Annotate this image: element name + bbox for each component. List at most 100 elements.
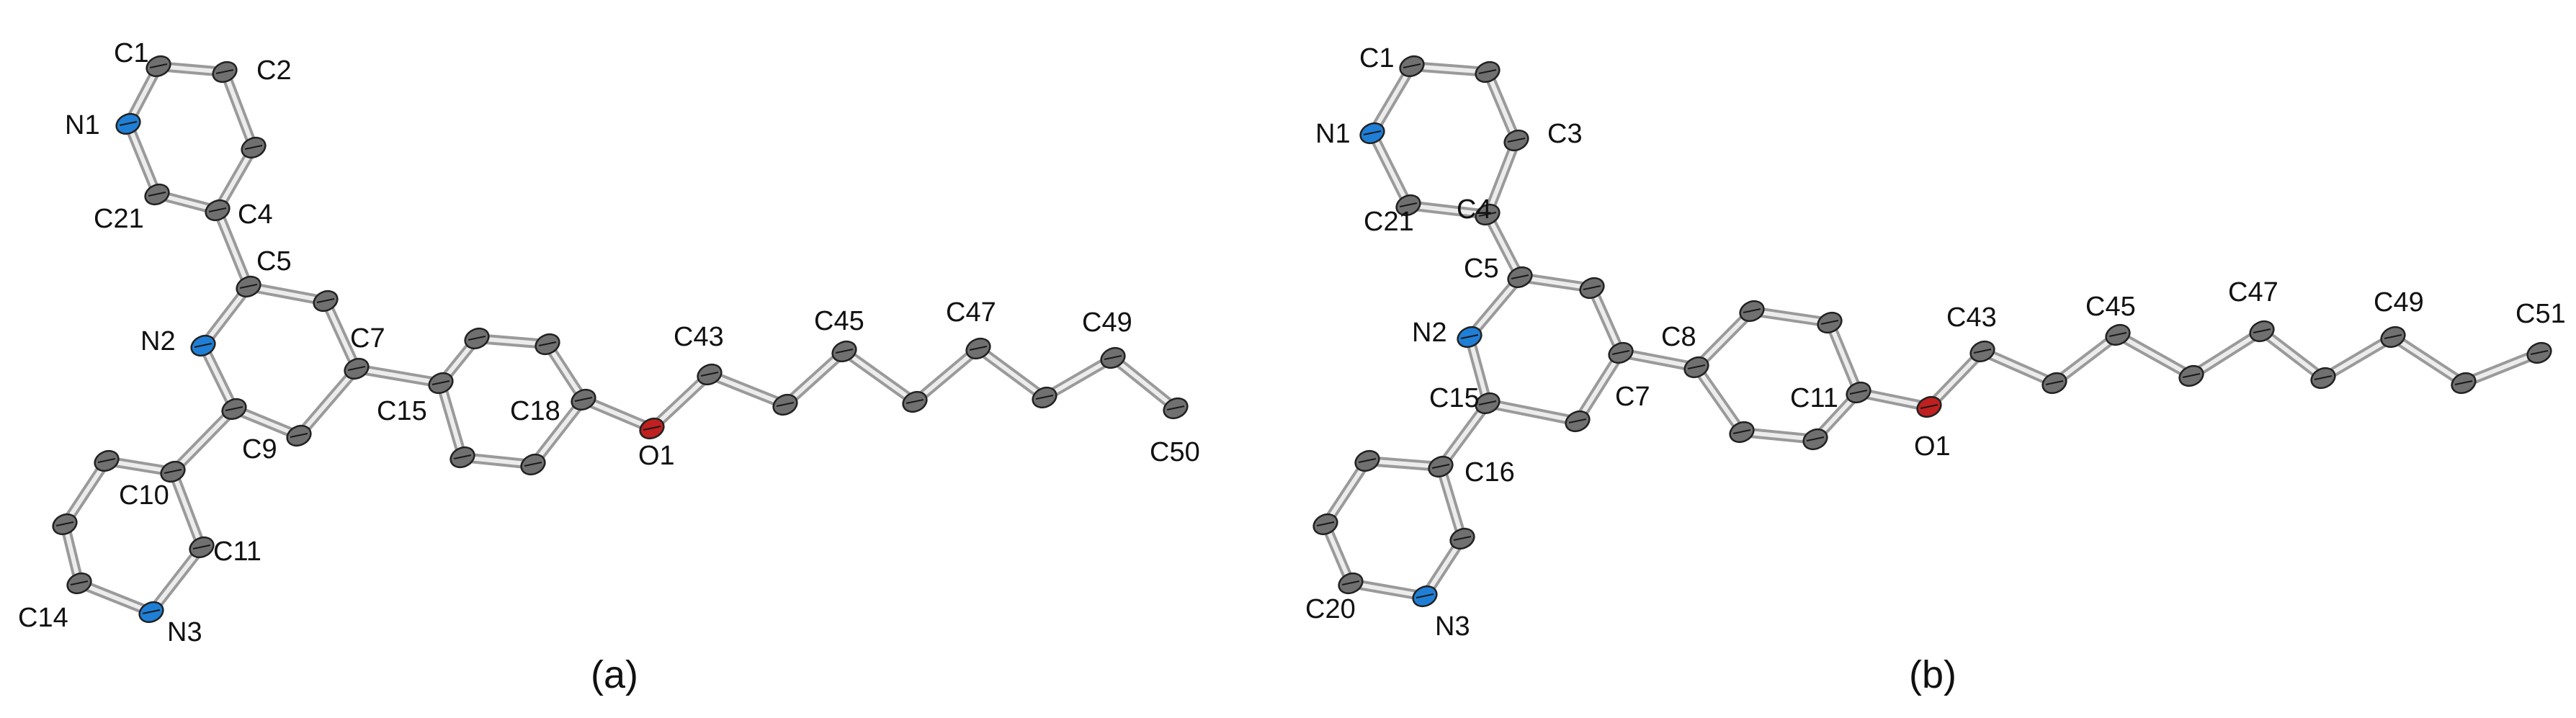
atom-label: C14 [18, 603, 68, 633]
atom-octant-line [149, 63, 168, 68]
atom-octant-line [1431, 464, 1450, 469]
atom-octant-line [969, 346, 988, 351]
atom-label: C50 [1150, 437, 1200, 467]
atom-octant-line [164, 469, 182, 474]
atom-octant-line [1363, 130, 1382, 135]
atom-octant-line [97, 458, 116, 463]
atom-octant-line [1341, 580, 1360, 585]
bond [1349, 581, 1427, 598]
bond [913, 346, 980, 404]
atom-octant-line [1316, 521, 1335, 526]
atom-octant-line [55, 521, 74, 526]
atom-octant-line [835, 349, 854, 354]
atom-label: C4 [238, 199, 273, 230]
bond [171, 470, 204, 549]
atom-label: C47 [946, 297, 996, 328]
bond [2189, 329, 2264, 378]
atom-label: C47 [2228, 277, 2278, 308]
bond [1485, 401, 1580, 423]
bond [1406, 203, 1490, 217]
bond [2321, 335, 2395, 380]
bond [215, 145, 256, 212]
atom-octant-line [431, 380, 450, 385]
atom-label: C8 [1661, 322, 1696, 352]
atom-label: N2 [1412, 318, 1447, 348]
atom-label: C15 [377, 396, 427, 426]
atom-octant-line [700, 372, 719, 377]
atom-octant-line [776, 402, 795, 407]
bond [1856, 390, 1931, 409]
atom-octant-line [524, 462, 542, 467]
atom-octant-line [2314, 375, 2333, 380]
atom-label: C43 [674, 322, 724, 352]
atom-octant-line [225, 406, 243, 411]
atom-label: C7 [350, 323, 385, 354]
atom-octant-line [2108, 332, 2127, 337]
atom-octant-line [290, 433, 308, 438]
bond [2260, 329, 2325, 380]
atom-label: O1 [1914, 431, 1951, 462]
panel-b-atoms [1312, 55, 2552, 608]
bond [439, 381, 465, 459]
panel-a-atoms [52, 55, 1189, 624]
atom-octant-line [70, 580, 89, 585]
atom-octant-line [208, 207, 227, 212]
atom-octant-line [1416, 593, 1434, 598]
bond [650, 372, 712, 431]
atom-octant-line [1820, 320, 1839, 325]
atom-label: N3 [1435, 611, 1470, 642]
atom-label: O1 [638, 441, 675, 471]
atom-octant-line [1403, 63, 1421, 68]
atom-label: C45 [814, 306, 864, 336]
atom-octant-line [2045, 380, 2064, 385]
bond [354, 367, 443, 385]
bond [545, 342, 586, 402]
atom-label: C21 [1364, 207, 1414, 237]
atom-octant-line [1035, 395, 1054, 400]
atom-octant-line [194, 343, 213, 348]
atom-octant-line [1687, 364, 1706, 369]
atom-label: N2 [140, 326, 176, 356]
atom-octant-line [1732, 429, 1751, 434]
bond [1980, 349, 2057, 385]
atom-label: C9 [242, 434, 277, 465]
bond [232, 407, 301, 438]
bond [149, 545, 204, 614]
atom-label: C43 [1946, 302, 1997, 333]
panel-a-bonds [60, 61, 1181, 617]
atom-label: C21 [94, 204, 144, 234]
atom-octant-line [1166, 405, 1185, 410]
bond [1590, 286, 1623, 355]
bond [581, 398, 654, 431]
atom-label: C1 [1359, 43, 1395, 73]
atom-octant-line [1568, 418, 1587, 423]
bond [246, 284, 328, 303]
atom-octant-line [142, 609, 161, 614]
atom-octant-line [119, 121, 138, 126]
atom-octant-line [1973, 349, 1992, 354]
atom-octant-line [1478, 212, 1497, 217]
bond [1575, 351, 1623, 423]
atom-octant-line [192, 544, 211, 549]
panel-b-caption: (b) [1909, 653, 1956, 696]
atom-octant-line [2454, 380, 2473, 385]
bond [1518, 275, 1594, 290]
panel-a-labels: C1 C2 N1 C21 C4 C5 N2 C7 C9 C15 C18 O1 C… [18, 38, 1200, 696]
atom-octant-line [1743, 308, 1761, 313]
atom-octant-line [453, 454, 472, 459]
atom-octant-line [1358, 458, 1377, 463]
atom-label: C4 [1457, 194, 1492, 225]
atom-octant-line [215, 69, 234, 74]
bond [1323, 522, 1353, 585]
atom-octant-line [1453, 536, 1472, 541]
atom-label: C18 [510, 396, 560, 426]
bond [1042, 356, 1115, 400]
bond [783, 349, 846, 407]
bond [201, 344, 236, 411]
bond [171, 407, 236, 474]
atom-label: N1 [1315, 119, 1351, 149]
bond [1467, 335, 1490, 405]
bond [1740, 430, 1817, 441]
bond [1828, 320, 1861, 395]
